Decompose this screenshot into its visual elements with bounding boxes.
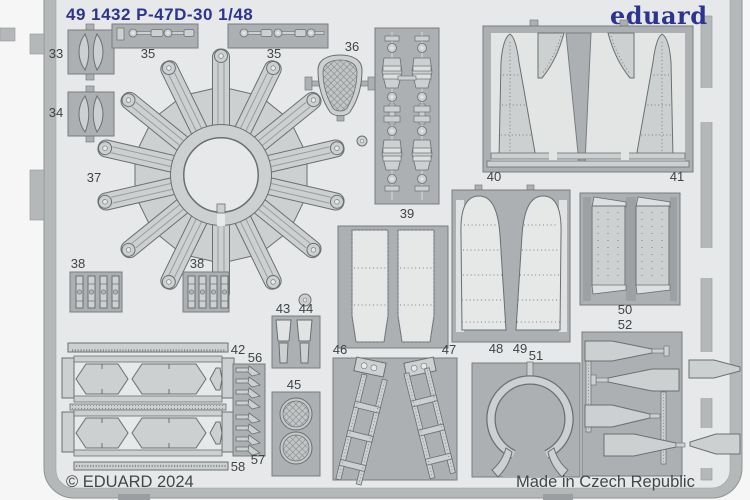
part-42-group bbox=[61, 342, 235, 457]
part-47-label: 47 bbox=[442, 342, 456, 357]
part-45-label: 45 bbox=[287, 377, 301, 392]
part-57-label: 57 bbox=[251, 452, 265, 467]
part-35-right-group bbox=[227, 23, 329, 49]
made-in-text: Made in Czech Republic bbox=[516, 473, 695, 491]
part-50-label: 50 bbox=[618, 302, 632, 317]
part-39-group bbox=[374, 27, 440, 205]
part-58-label: 58 bbox=[231, 459, 245, 474]
part-33-group bbox=[67, 23, 115, 81]
part-40-41-group bbox=[482, 19, 694, 173]
part-58-group bbox=[73, 461, 229, 471]
part-51-label: 51 bbox=[529, 348, 543, 363]
part-44-label: 44 bbox=[299, 301, 313, 316]
part-36-label: 36 bbox=[345, 39, 359, 54]
part-46-label: 46 bbox=[333, 342, 347, 357]
copyright-text: © EDUARD 2024 bbox=[66, 473, 194, 491]
part-35-label: 35 bbox=[141, 46, 155, 61]
part-42-label: 42 bbox=[231, 342, 245, 357]
part-56-57-group bbox=[232, 363, 266, 457]
part-34-group bbox=[67, 85, 115, 143]
part-48-label: 48 bbox=[489, 341, 503, 356]
part-33-label: 33 bbox=[49, 46, 63, 61]
part-35-left-group bbox=[111, 23, 199, 49]
part-38-label-2: 38 bbox=[190, 256, 204, 271]
part-38-label: 38 bbox=[71, 256, 85, 271]
part-51-group bbox=[471, 361, 581, 478]
part-37-group bbox=[95, 48, 368, 307]
part-37-label: 37 bbox=[87, 170, 101, 185]
part-41-label: 41 bbox=[670, 169, 684, 184]
part-38-left-group bbox=[69, 271, 123, 313]
part-43-label: 43 bbox=[276, 301, 290, 316]
part-43-44-group bbox=[271, 315, 321, 369]
part-46-47-group bbox=[332, 225, 458, 486]
part-34-label: 34 bbox=[49, 105, 63, 120]
part-49-label: 49 bbox=[513, 341, 527, 356]
part-56-label: 56 bbox=[248, 350, 262, 365]
part-48-49-group bbox=[451, 184, 571, 343]
part-40-label: 40 bbox=[487, 169, 501, 184]
part-38-right-group bbox=[182, 271, 230, 313]
part-35-label-2: 35 bbox=[267, 46, 281, 61]
part-50-group bbox=[579, 192, 681, 306]
sheet-tabs bbox=[0, 27, 573, 500]
part-52-label: 52 bbox=[618, 317, 632, 332]
part-39-label: 39 bbox=[400, 206, 414, 221]
part-36-group bbox=[304, 54, 376, 122]
part-52-group bbox=[581, 331, 741, 477]
product-header: 49 1432 P-47D-30 1/48 bbox=[66, 5, 253, 24]
part-45-group bbox=[271, 391, 321, 477]
